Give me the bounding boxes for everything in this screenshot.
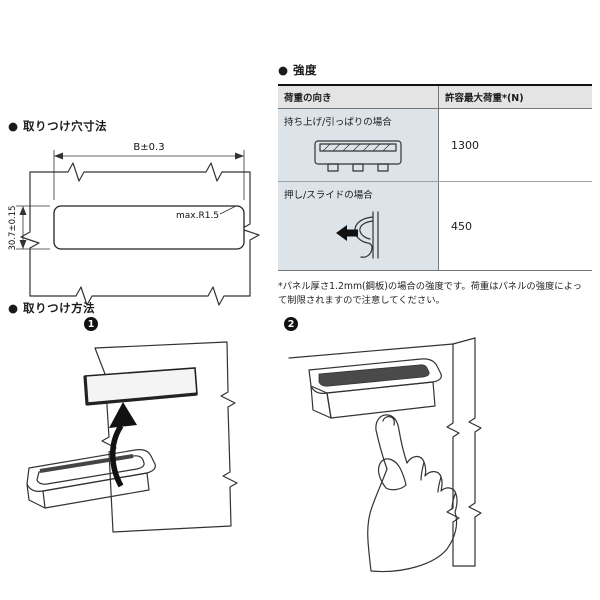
- handle-unit: [308, 358, 442, 419]
- height-dimension: [16, 205, 50, 250]
- table-row: 持ち上げ/引っぱりの場合 1300: [278, 108, 592, 182]
- table-row: 押し/スライドの場合 450: [278, 181, 592, 271]
- dimension-width-label: B±0.3: [133, 142, 164, 153]
- handle-front-section-icon: [284, 136, 432, 177]
- load-case-label: 持ち上げ/引っぱりの場合: [284, 117, 392, 128]
- strength-table: 荷重の向き 許容最大荷重*(N) 持ち上げ/引っぱりの場合: [278, 84, 592, 271]
- step-1-badge: 1: [84, 317, 98, 331]
- load-value: 1300: [438, 108, 592, 182]
- panel-outline: [20, 162, 260, 306]
- hand: [367, 414, 458, 573]
- mounting-slot: [83, 367, 198, 406]
- hole-dimensions-title: ● 取りつけ穴寸法: [8, 119, 108, 133]
- step-2-badge: 2: [284, 317, 298, 331]
- load-case-cell: 押し/スライドの場合: [278, 181, 439, 271]
- hole-dimension-drawing: B±0.3 30.7±0.15 max.R1.5: [8, 142, 260, 306]
- dimension-radius-label: max.R1.5: [176, 211, 219, 221]
- load-case-label: 押し/スライドの場合: [284, 190, 373, 201]
- mounting-hole-outline: [53, 205, 245, 250]
- load-value: 450: [438, 181, 592, 271]
- strength-section: ● 強度 荷重の向き 許容最大荷重*(N) 持ち上げ/引っぱりの場合: [278, 62, 592, 309]
- handle-side-push-icon: [284, 209, 432, 266]
- press-handle-illustration: [288, 337, 482, 573]
- width-dimension: [53, 150, 245, 200]
- mounting-method-title: ● 取りつけ方法: [8, 301, 96, 315]
- radius-leader-line: [219, 205, 237, 215]
- insert-arrow: [109, 402, 137, 488]
- dimension-height-label: 30.7±0.15: [8, 206, 18, 251]
- handle-unit: [26, 449, 156, 509]
- load-direction-header: 荷重の向き: [278, 85, 439, 109]
- hole-dimensions-section: ● 取りつけ穴寸法 B±0.3 30.7±0.15 max.R1.5: [8, 118, 276, 306]
- strength-footnote: *パネル厚さ1.2mm(鋼板)の場合の強度です。荷重はパネルの強度によって制限さ…: [278, 281, 582, 307]
- max-load-header: 許容最大荷重*(N): [438, 85, 592, 109]
- insert-handle-illustration: [26, 341, 238, 533]
- load-case-cell: 持ち上げ/引っぱりの場合: [278, 108, 439, 182]
- panel-outline: [94, 341, 238, 533]
- strength-title: ● 強度: [278, 63, 318, 77]
